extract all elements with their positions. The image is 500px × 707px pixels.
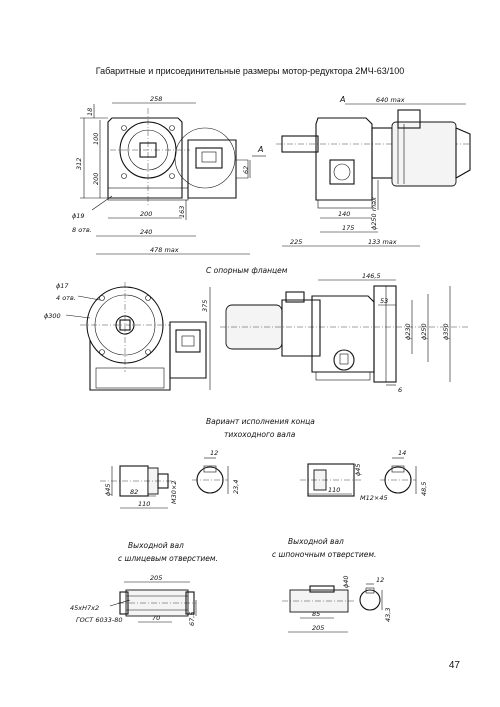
dim-6: 6: [398, 386, 402, 394]
dim-m12x45: М12×45: [360, 494, 388, 502]
spline-standard: ГОСТ 6033-80: [76, 616, 122, 624]
dim-240: 240: [140, 228, 152, 236]
page-number: 47: [448, 660, 460, 671]
dim-14: 14: [398, 449, 406, 457]
front-view-gearbox: [107, 108, 249, 205]
spline-spec: 45хН7х2: [70, 604, 99, 612]
shaft-variant-threaded: [100, 465, 228, 497]
caption-key-1: Выходной вал: [288, 537, 344, 546]
flange-front-view: [80, 282, 207, 391]
dim-225: 225: [290, 238, 302, 246]
caption-variant: Вариант исполнения конца: [206, 417, 315, 426]
dim-175: 175: [342, 224, 354, 232]
dim-205-key: 205: [312, 624, 324, 632]
caption-flange: С опорным фланцем: [206, 266, 288, 275]
dim-d230: ϕ230: [404, 323, 412, 340]
dim-163: 163: [178, 206, 186, 218]
shaft-variant-threaded-dimensions: ϕ45 82 110 М30×2 12 23,4: [104, 449, 240, 509]
dim-133-max: 133 max: [368, 238, 397, 246]
dim-m30x2: М30×2: [170, 481, 178, 504]
side-view-dimensions: А 640 max ϕ250 max 140 175 225 133 max: [282, 95, 466, 247]
dim-82: 82: [130, 488, 138, 496]
dim-d45-left: ϕ45: [104, 483, 112, 496]
dim-43-3: 43,3: [384, 608, 392, 622]
front-view-dimensions: 258 312 18 100 200 62 163 200 240 478 ma…: [72, 95, 266, 255]
dim-d45-right: ϕ45: [354, 463, 362, 476]
keyed-shaft-dimensions: ϕ40 12 85 205 43,3: [288, 575, 392, 633]
holes-8: 8 отв.: [72, 226, 92, 234]
dim-12-key: 12: [376, 576, 384, 584]
caption-spline-1: Выходной вал: [128, 541, 184, 550]
page-title: Габаритные и присоединительные размеры м…: [95, 66, 405, 76]
dim-67-5: 67,5: [188, 612, 196, 626]
splined-shaft-section: [118, 589, 196, 617]
caption-variant-2: тихоходного вала: [224, 430, 296, 439]
dim-110-right: 110: [328, 486, 340, 494]
dim-258: 258: [150, 95, 162, 103]
shaft-variant-keyed: [300, 463, 416, 497]
dim-d250-max: ϕ250 max: [370, 197, 378, 230]
dim-110-left: 110: [138, 500, 150, 508]
caption-key-2: с шпоночным отверстием.: [272, 550, 376, 559]
view-marker-a-side: А: [339, 95, 345, 104]
shaft-variant-keyed-dimensions: ϕ45 14 110 М12×45 48,5: [308, 449, 428, 502]
keyed-shaft-section: [282, 585, 381, 613]
dim-18: 18: [86, 108, 94, 116]
dim-146-5: 146,5: [362, 272, 381, 280]
holes-4: 4 отв.: [56, 294, 76, 302]
dim-140: 140: [338, 210, 350, 218]
dim-70: 70: [152, 614, 160, 622]
dim-375: 375: [201, 300, 209, 312]
flange-side-dimensions: 146,5 53 ϕ230 ϕ250 ϕ350 6: [318, 272, 451, 394]
dim-200: 200: [140, 210, 152, 218]
dim-478-max: 478 max: [150, 246, 179, 254]
dim-48-5: 48,5: [420, 482, 428, 496]
dim-d17: ϕ17: [56, 282, 69, 290]
dim-640-max: 640 max: [376, 96, 405, 104]
dim-23-4: 23,4: [232, 480, 240, 494]
flange-side-view: [220, 285, 470, 383]
dim-312: 312: [75, 158, 83, 170]
dim-100: 100: [92, 133, 100, 145]
dim-200-vertical: 200: [92, 173, 100, 185]
dim-d300: ϕ300: [44, 312, 61, 320]
splined-shaft-dimensions: 205 70 67,5 45хН7х2 ГОСТ 6033-80: [70, 574, 197, 626]
caption-spline-2: с шлицевым отверстием.: [118, 554, 218, 563]
dim-53: 53: [380, 297, 388, 305]
dim-62: 62: [242, 166, 250, 174]
dim-d250: ϕ250: [420, 323, 428, 340]
dim-12-left: 12: [210, 449, 218, 457]
dim-205-spline: 205: [150, 574, 162, 582]
dim-d350: ϕ350: [442, 323, 450, 340]
dim-d40: ϕ40: [342, 575, 350, 588]
flange-front-dimensions: ϕ17 4 отв. ϕ300 375: [44, 282, 211, 390]
side-view-motor-reducer: [276, 109, 471, 209]
dim-d19: ϕ19: [72, 212, 85, 220]
view-marker-a-top: А: [257, 145, 263, 154]
dim-85: 85: [312, 610, 320, 618]
